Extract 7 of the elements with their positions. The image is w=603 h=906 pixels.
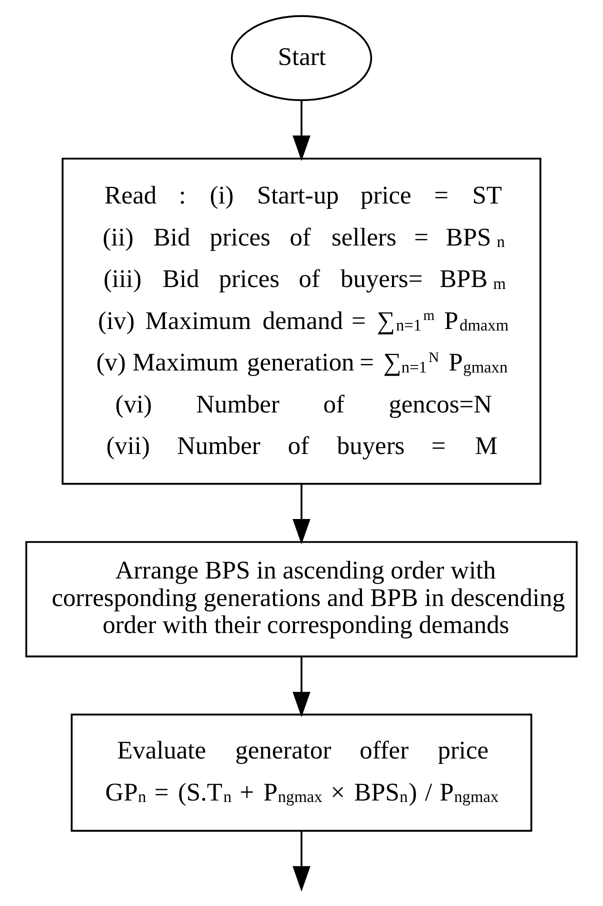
node-box: Evaluate generator offer price GPn = (S.Tn + Pngmax × BPSn) / Pngmax [70, 714, 532, 832]
arrow [292, 101, 310, 161]
node-box: Arrange BPS in ascending order with corresponding generations and BPB in descending order with their corresponding demands [25, 541, 578, 658]
node-ellipse: Start [230, 15, 372, 102]
arrow [292, 656, 310, 718]
arrow [292, 484, 310, 544]
arrow [292, 831, 310, 892]
